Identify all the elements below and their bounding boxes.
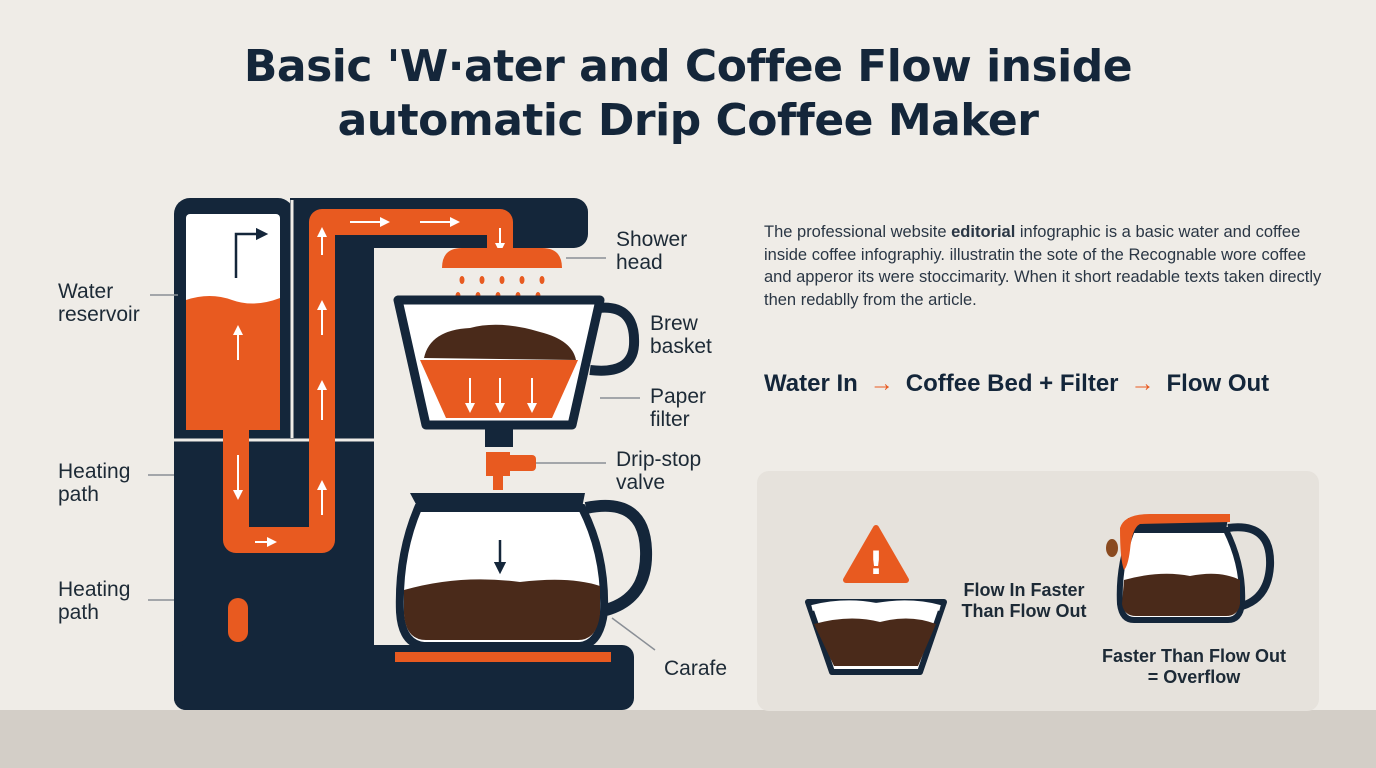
label-water-reservoir: Water reservoir: [58, 280, 140, 326]
warning-glyph: !: [869, 544, 884, 582]
carafe: [395, 493, 653, 662]
floor-strip: [0, 710, 1376, 768]
flow-arrow-icon: →: [869, 370, 894, 397]
overflowing-carafe: [1106, 514, 1275, 623]
brew-basket: [393, 295, 640, 447]
flow-sequence: Water In → Coffee Bed + Filter → Flow Out: [764, 370, 1364, 398]
label-heating-path-lower: Heating path: [58, 578, 131, 624]
title-line-1: Basic 'W·ater and Coffee Flow inside: [243, 41, 1133, 92]
overflow-caption-1: Flow In Faster Than Flow Out: [961, 580, 1087, 621]
power-indicator: [228, 598, 248, 642]
flow-step-flow-out: Flow Out: [1166, 370, 1270, 397]
drip-stop-valve: [486, 452, 536, 490]
water-reservoir: [186, 214, 280, 430]
warning-icon: !: [843, 525, 909, 583]
label-shower-head: Shower head: [616, 228, 688, 274]
label-brew-basket: Brew basket: [650, 312, 712, 358]
overflow-cup: [805, 599, 947, 675]
heating-path: [223, 209, 513, 553]
overflow-caption-2: Faster Than Flow Out = Overflow: [1101, 646, 1286, 687]
label-heating-path-upper: Heating path: [58, 460, 131, 506]
label-carafe: Carafe: [664, 657, 728, 680]
label-paper-filter: Paper filter: [650, 385, 707, 431]
flow-step-water-in: Water In: [764, 370, 858, 397]
description-text: The professional website editorial infog…: [764, 223, 1322, 309]
flow-arrow-icon: →: [1130, 370, 1155, 397]
page-title: Basic 'W·ater and Coffee Flow inside aut…: [0, 40, 1376, 148]
flow-step-coffee-bed: Coffee Bed + Filter: [905, 370, 1119, 397]
title-line-2: automatic Drip Coffee Maker: [337, 95, 1039, 146]
leader-lines: [148, 257, 656, 651]
label-drip-stop-valve: Drip-stop valve: [616, 448, 702, 494]
